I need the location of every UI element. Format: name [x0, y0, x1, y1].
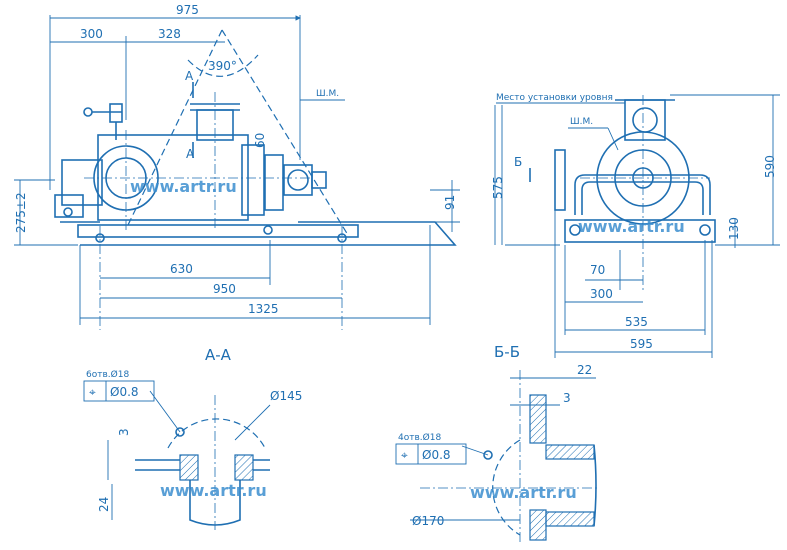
tolerance-frame-bb — [395, 443, 467, 465]
watermark-aa: www.artr.ru — [160, 481, 267, 500]
dim-1325: 1325 — [248, 302, 279, 316]
section-aa-dim-24: 24 — [97, 497, 111, 512]
dim-130: 130 — [727, 217, 741, 240]
tolerance-frame-aa — [83, 380, 155, 402]
watermark-side: www.artr.ru — [578, 217, 685, 236]
section-b-label: Б — [514, 155, 522, 169]
section-bb-title: Б-Б — [494, 343, 520, 361]
dim-328-top: 328 — [158, 27, 181, 41]
dim-975: 975 — [176, 3, 199, 17]
section-bb-holes: 4отв.Ø18 — [398, 432, 441, 443]
section-aa-title: А-А — [205, 346, 232, 364]
section-bb-diameter: Ø170 — [412, 514, 444, 528]
section-aa-dim-3: 3 — [117, 428, 131, 436]
watermark-bb: www.artr.ru — [470, 483, 577, 502]
watermark-front: www.artr.ru — [130, 177, 237, 196]
motor-label-front: Ш.М. — [316, 89, 339, 99]
dim-950: 950 — [213, 282, 236, 296]
dim-300-top: 300 — [80, 27, 103, 41]
section-aa: А-А 6отв.Ø18 ⌖ Ø0.8 Ø145 3 24 www.artr.r… — [83, 346, 302, 530]
tolerance-symbol-aa: ⌖ — [89, 385, 96, 399]
dim-595: 595 — [630, 337, 653, 351]
level-note: Место установки уровня — [496, 93, 613, 103]
section-a-top: A — [185, 69, 194, 83]
section-bb-dim-3: 3 — [563, 391, 571, 405]
tolerance-value-aa: Ø0.8 — [110, 385, 139, 399]
side-view: Место установки уровня Ш.М. Б 575 — [491, 93, 780, 358]
tolerance-symbol-bb: ⌖ — [401, 448, 408, 462]
section-bb: Б-Б 22 3 4отв.Ø18 ⌖ Ø0.8 Ø170 www.artr.r… — [395, 343, 600, 545]
dim-60: 60 — [253, 133, 267, 148]
dim-535: 535 — [625, 315, 648, 329]
section-bb-dim-22: 22 — [577, 363, 592, 377]
dim-390-radius: 390° — [208, 59, 237, 73]
tolerance-value-bb: Ø0.8 — [422, 448, 451, 462]
dim-300-side: 300 — [590, 287, 613, 301]
front-view: 975 300 328 390° A A 60 — [14, 3, 460, 330]
dim-91: 91 — [443, 195, 457, 210]
section-a-bottom: A — [186, 147, 195, 161]
motor-label-side: Ш.М. — [570, 117, 593, 127]
dim-70: 70 — [590, 263, 605, 277]
dim-630: 630 — [170, 262, 193, 276]
section-aa-diameter: Ø145 — [270, 389, 302, 403]
dim-275: 275±2 — [14, 192, 28, 233]
section-aa-holes: 6отв.Ø18 — [86, 369, 129, 380]
dim-575: 575 — [491, 176, 505, 199]
dim-590: 590 — [763, 155, 777, 178]
